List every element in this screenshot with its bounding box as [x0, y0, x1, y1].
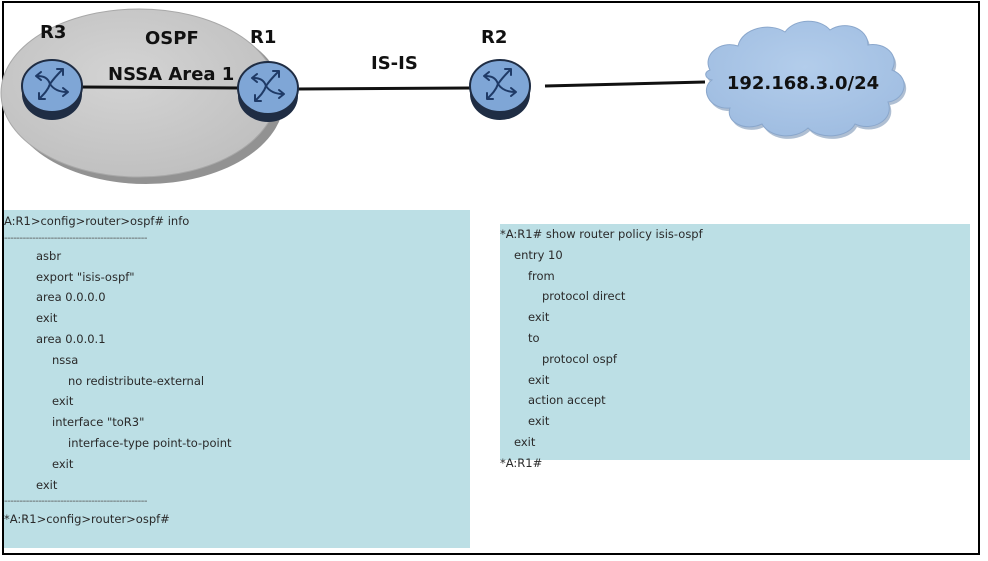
separator-line: ----------------------------------------… — [4, 232, 148, 244]
router-r2-label: R2 — [481, 27, 507, 48]
router-r2[interactable] — [469, 59, 531, 121]
code-line: action accept — [528, 393, 606, 408]
ospf-config-terminal: A:R1>config>router>ospf# info ----------… — [4, 210, 470, 548]
separator-line: ----------------------------------------… — [4, 496, 148, 508]
code-line: exit — [36, 477, 58, 492]
config-lines: asbr export "isis-ospf" area 0.0.0.0 exit ar… — [4, 246, 470, 496]
code-line: exit — [528, 372, 550, 387]
router-icon — [237, 61, 299, 123]
ospf-protocol-label: OSPF — [145, 28, 199, 49]
router-r1-label: R1 — [250, 27, 276, 48]
link-r1-r2 — [296, 86, 471, 91]
link-r3-r1 — [79, 85, 241, 90]
code-line: nssa — [52, 352, 79, 367]
code-line: export "isis-ospf" — [36, 269, 135, 284]
network-cloud — [705, 20, 907, 139]
code-line: protocol direct — [542, 289, 626, 304]
code-line: interface-type point-to-point — [68, 435, 232, 450]
code-line: exit — [528, 310, 550, 325]
code-line: to — [528, 330, 540, 345]
code-line: asbr — [36, 248, 62, 263]
router-r3[interactable] — [21, 59, 83, 121]
terminal-end-prompt: *A:R1>config>router>ospf# — [4, 512, 170, 527]
code-line: exit — [52, 394, 74, 409]
nssa-area-label: NSSA Area 1 — [108, 64, 234, 85]
terminal-prompt: A:R1>config>router>ospf# info — [4, 214, 190, 228]
router-r3-label: R3 — [40, 22, 66, 43]
code-line: entry 10 — [514, 247, 563, 262]
code-line: exit — [528, 414, 550, 429]
figure-frame — [2, 1, 980, 555]
isis-link-label: IS-IS — [371, 53, 418, 74]
terminal-end-prompt: *A:R1# — [500, 455, 543, 470]
code-line: interface "toR3" — [52, 415, 145, 430]
router-icon — [469, 59, 531, 121]
code-line: from — [528, 268, 555, 283]
code-line: exit — [514, 434, 536, 449]
cloud-subnet-label: 192.168.3.0/24 — [727, 73, 879, 94]
code-line: exit — [52, 456, 74, 471]
router-icon — [21, 59, 83, 121]
code-line: protocol ospf — [542, 351, 617, 366]
code-line: area 0.0.0.0 — [36, 290, 106, 305]
link-r2-cloud — [544, 80, 706, 88]
code-line: no redistribute-external — [68, 373, 205, 388]
code-line: area 0.0.0.1 — [36, 331, 106, 346]
policy-output-terminal: *A:R1# show router policy isis-ospf entr… — [500, 224, 970, 470]
terminal-prompt: *A:R1# show router policy isis-ospf — [500, 227, 703, 241]
router-r1[interactable] — [237, 61, 299, 123]
network-topology-diagram: 192.168.3.0/24 R3 R1 R2 OSPF NSSA Area 1… — [0, 8, 907, 184]
code-line: exit — [36, 311, 58, 326]
